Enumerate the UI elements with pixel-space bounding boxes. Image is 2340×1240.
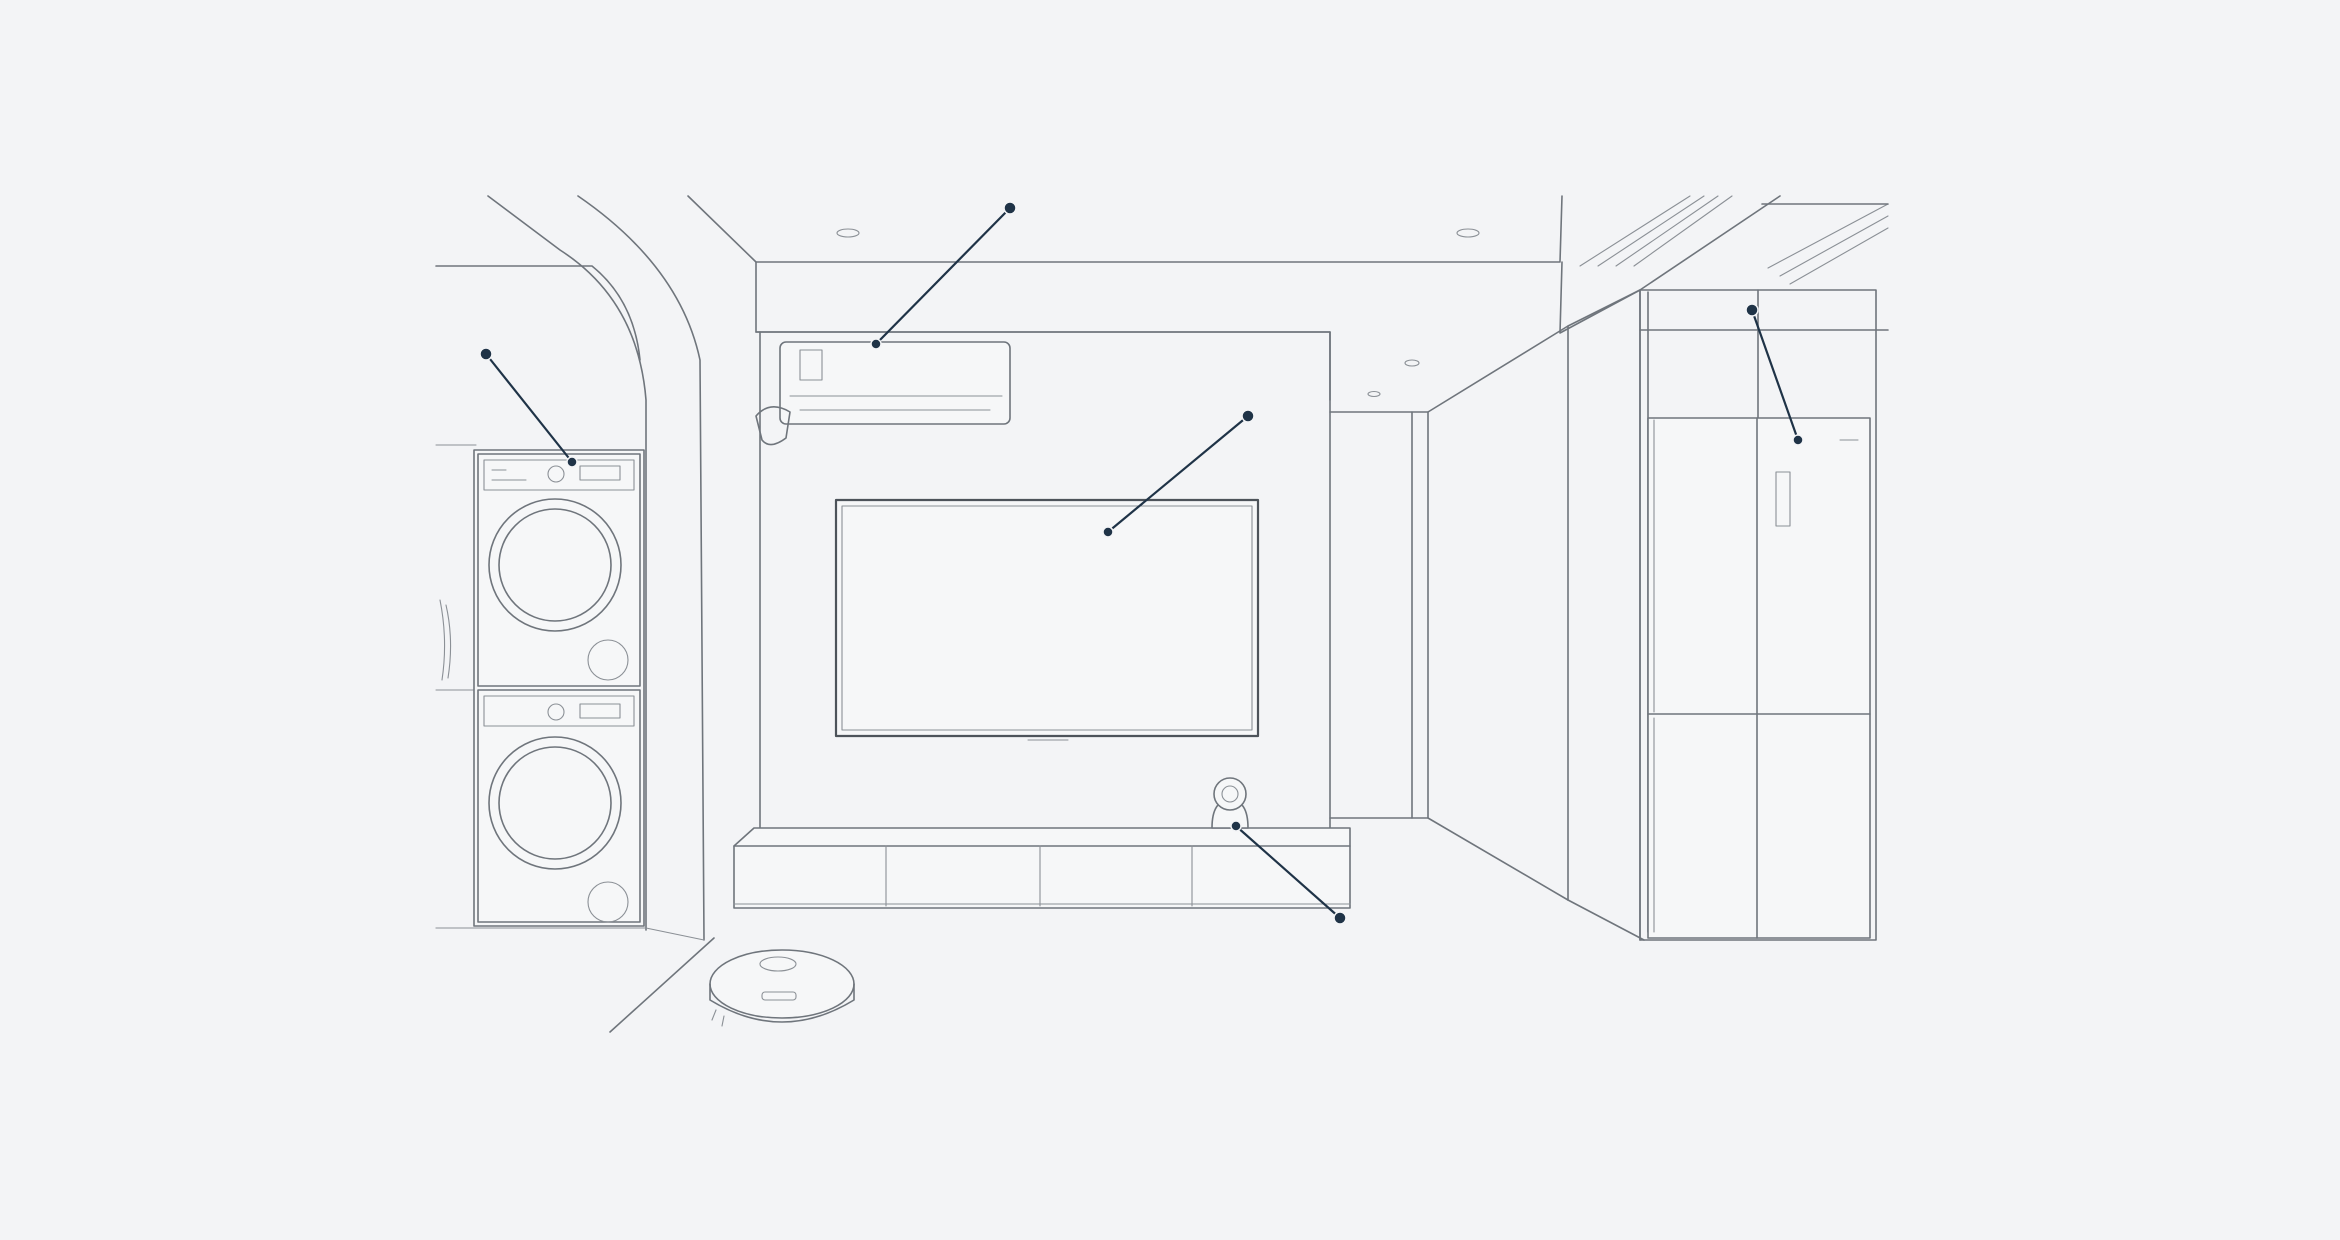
air-conditioner-unit bbox=[755, 341, 1011, 446]
refrigerator-hotspot[interactable] bbox=[1745, 303, 1804, 446]
robot-vacuum bbox=[709, 949, 855, 1027]
smart-camera-hotspot[interactable] bbox=[1230, 820, 1347, 925]
air-conditioner-hotspot[interactable] bbox=[870, 201, 1017, 350]
washer-dryer-stack bbox=[473, 449, 645, 927]
smart-camera-unit bbox=[1211, 777, 1249, 829]
tv-cabinet bbox=[733, 827, 1351, 909]
refrigerator-unit bbox=[1639, 289, 1877, 941]
television-unit bbox=[834, 498, 1260, 741]
washer-dryer-hotspot[interactable] bbox=[479, 347, 578, 468]
television-hotspot[interactable] bbox=[1102, 409, 1255, 538]
